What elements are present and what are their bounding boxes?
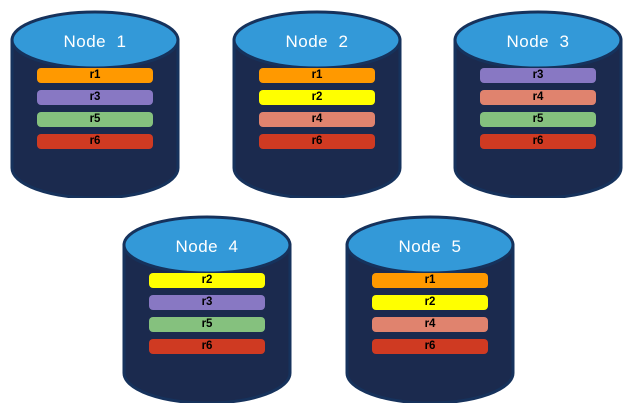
cylinder-top [10, 10, 180, 70]
shard-list: r1 r2 r4 r6 [372, 273, 488, 354]
shard-list: r1 r2 r4 r6 [259, 68, 375, 149]
shard-r4[interactable]: r4 [480, 90, 596, 105]
cylinder-top [232, 10, 402, 70]
shard-r3[interactable]: r3 [480, 68, 596, 83]
shard-r2[interactable]: r2 [259, 90, 375, 105]
shard-r1[interactable]: r1 [259, 68, 375, 83]
shard-r4[interactable]: r4 [259, 112, 375, 127]
shard-r5[interactable]: r5 [480, 112, 596, 127]
shard-r6[interactable]: r6 [259, 134, 375, 149]
shard-r6[interactable]: r6 [372, 339, 488, 354]
shard-list: r2 r3 r5 r6 [149, 273, 265, 354]
shard-r2[interactable]: r2 [372, 295, 488, 310]
cylinder-top [345, 215, 515, 275]
shard-r1[interactable]: r1 [372, 273, 488, 288]
shard-r1[interactable]: r1 [37, 68, 153, 83]
shard-r4[interactable]: r4 [372, 317, 488, 332]
shard-list: r1 r3 r5 r6 [37, 68, 153, 149]
cylinder-top [122, 215, 292, 275]
cylinder-top [453, 10, 623, 70]
shard-r6[interactable]: r6 [37, 134, 153, 149]
shard-r6[interactable]: r6 [149, 339, 265, 354]
shard-r5[interactable]: r5 [149, 317, 265, 332]
shard-r3[interactable]: r3 [37, 90, 153, 105]
shard-list: r3 r4 r5 r6 [480, 68, 596, 149]
shard-r6[interactable]: r6 [480, 134, 596, 149]
shard-r3[interactable]: r3 [149, 295, 265, 310]
shard-r5[interactable]: r5 [37, 112, 153, 127]
shard-r2[interactable]: r2 [149, 273, 265, 288]
